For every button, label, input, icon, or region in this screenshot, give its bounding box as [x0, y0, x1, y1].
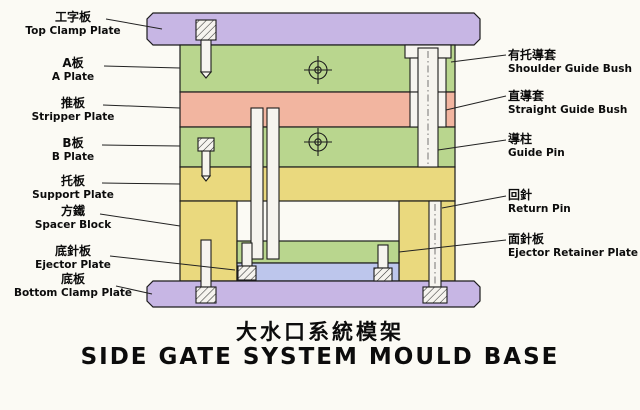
- label-bottom-clamp-plate-zh: 底板: [60, 272, 85, 286]
- label-ejector-retainer-plate-en: Ejector Retainer Plate: [508, 247, 639, 259]
- label-b-plate: B板 B Plate: [2, 136, 144, 164]
- label-spacer-block: 方鐵 Spacer Block: [2, 204, 144, 232]
- screw-hole-mark-a-plate: [304, 56, 332, 84]
- label-bottom-clamp-plate: 底板 Bottom Clamp Plate: [2, 272, 144, 300]
- label-top-clamp-plate-en: Top Clamp Plate: [25, 25, 121, 37]
- label-a-plate-en: A Plate: [51, 71, 95, 83]
- label-straight-guide-bush: 直導套 Straight Guide Bush: [508, 89, 640, 117]
- label-ejector-retainer-plate-zh: 面針板: [508, 232, 545, 246]
- label-stripper-plate: 推板 Stripper Plate: [2, 96, 144, 124]
- ejector-plate-screw-left: [237, 242, 257, 281]
- label-top-clamp-plate: 工字板 Top Clamp Plate: [2, 10, 144, 38]
- label-return-pin-zh: 回針: [508, 188, 533, 202]
- screw-hole-mark-b-plate: [304, 128, 332, 156]
- label-support-plate-en: Support Plate: [32, 189, 114, 201]
- ejector-plate-screw-right: [373, 244, 393, 282]
- label-ejector-retainer-plate: 面針板 Ejector Retainer Plate: [508, 232, 640, 260]
- label-shoulder-guide-bush: 有托導套 Shoulder Guide Bush: [508, 48, 640, 76]
- label-shoulder-guide-bush-en: Shoulder Guide Bush: [508, 63, 632, 75]
- label-support-plate: 托板 Support Plate: [2, 174, 144, 202]
- label-stripper-plate-en: Stripper Plate: [31, 111, 115, 123]
- label-straight-guide-bush-zh: 直導套: [508, 89, 545, 103]
- cap-screw-top-left: [195, 19, 217, 79]
- spacer-block-right: [398, 200, 456, 282]
- label-guide-pin-zh: 導柱: [508, 132, 533, 146]
- cap-screw-b-plate: [197, 137, 215, 182]
- label-ejector-plate-en: Ejector Plate: [35, 259, 111, 271]
- label-support-plate-zh: 托板: [60, 174, 85, 188]
- leader-lines: [99, 18, 507, 295]
- label-guide-pin: 導柱 Guide Pin: [508, 132, 640, 160]
- label-ejector-plate-zh: 底針板: [54, 244, 91, 258]
- label-a-plate-zh: A板: [62, 56, 84, 70]
- plate-support: [179, 166, 456, 202]
- label-stripper-plate-zh: 推板: [60, 96, 85, 110]
- return-pin-columns: [250, 107, 280, 260]
- label-spacer-block-zh: 方鐵: [60, 204, 85, 218]
- cap-screw-bottom-left: [195, 239, 217, 304]
- label-shoulder-guide-bush-zh: 有托導套: [508, 48, 557, 62]
- title-chinese: 大水口系統模架: [236, 320, 404, 344]
- label-a-plate: A板 A Plate: [2, 56, 144, 84]
- label-straight-guide-bush-en: Straight Guide Bush: [508, 104, 628, 116]
- label-bottom-clamp-plate-en: Bottom Clamp Plate: [13, 287, 133, 299]
- plate-top-clamp: [146, 12, 481, 46]
- label-spacer-block-en: Spacer Block: [34, 219, 112, 231]
- label-return-pin: 回針 Return Pin: [508, 188, 640, 216]
- plate-bottom-clamp: [146, 280, 481, 308]
- label-guide-pin-en: Guide Pin: [508, 147, 565, 159]
- title-english: SIDE GATE SYSTEM MOULD BASE: [80, 344, 560, 370]
- guide-pin: [417, 47, 439, 168]
- label-top-clamp-plate-zh: 工字板: [54, 10, 91, 24]
- label-return-pin-en: Return Pin: [508, 203, 571, 215]
- return-pin-right: [422, 200, 448, 304]
- label-b-plate-en: B Plate: [51, 151, 95, 163]
- label-b-plate-zh: B板: [62, 136, 84, 150]
- label-ejector-plate: 底針板 Ejector Plate: [2, 244, 144, 272]
